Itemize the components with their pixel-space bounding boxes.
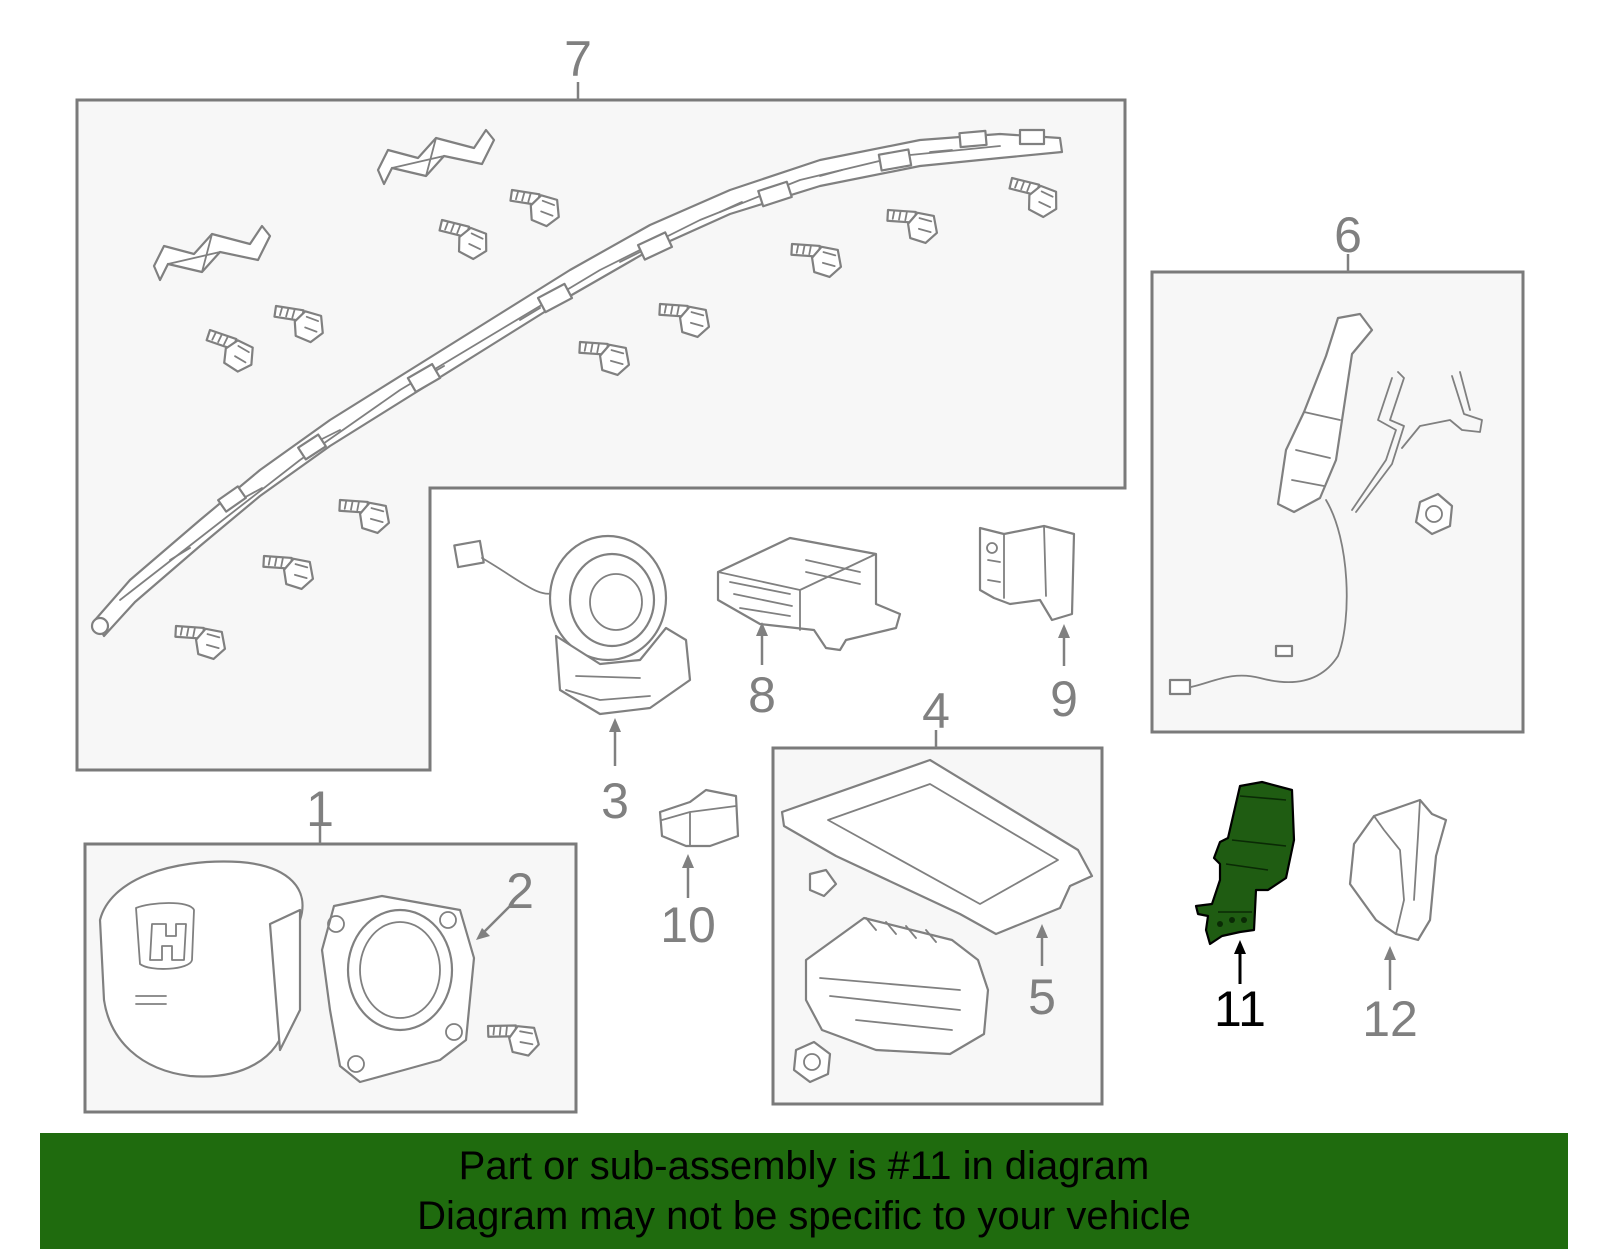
clock-spring (453, 534, 692, 716)
box-7 (75, 98, 1127, 772)
driver-airbag (98, 860, 304, 1078)
callout-3[interactable]: 3 (601, 773, 629, 829)
banner-line-1: Part or sub-assembly is #11 in diagram (458, 1144, 1150, 1188)
passenger-airbag-module (792, 868, 990, 1084)
srs-unit (716, 536, 902, 652)
sensor-bracket (978, 524, 1076, 622)
callout-2[interactable]: 2 (506, 863, 534, 919)
part-12-cover (1348, 798, 1448, 942)
part-10-connector (658, 788, 740, 848)
callout-1[interactable]: 1 (306, 781, 334, 837)
callout-6[interactable]: 6 (1334, 207, 1362, 263)
side-airbag (1168, 312, 1483, 696)
callout-12[interactable]: 12 (1362, 991, 1418, 1047)
callout-5[interactable]: 5 (1028, 969, 1056, 1025)
steering-cover (320, 894, 476, 1084)
curtain-airbag (90, 128, 1064, 638)
callout-11[interactable]: 11 (1214, 981, 1266, 1037)
info-banner: Part or sub-assembly is #11 in diagram D… (40, 1133, 1568, 1249)
callout-7[interactable]: 7 (564, 31, 592, 87)
callout-4[interactable]: 4 (922, 683, 950, 739)
passenger-airbag-lid (780, 758, 1094, 936)
callout-10[interactable]: 10 (660, 897, 716, 953)
callout-9[interactable]: 9 (1050, 671, 1078, 727)
banner-line-2: Diagram may not be specific to your vehi… (417, 1194, 1191, 1238)
callout-8[interactable]: 8 (748, 667, 776, 723)
part-11-highlighted-sensor[interactable] (1194, 780, 1296, 946)
leader-2 (481, 905, 511, 935)
